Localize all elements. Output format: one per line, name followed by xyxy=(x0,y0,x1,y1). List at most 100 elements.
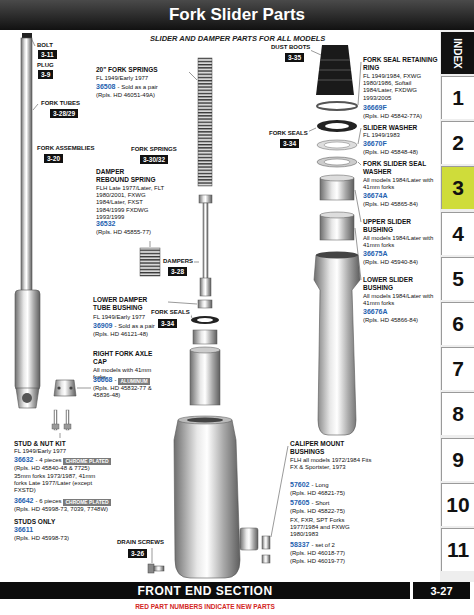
drain-screw xyxy=(148,564,164,573)
page-ref: 3-35 xyxy=(285,53,304,62)
part-number: 57602 xyxy=(290,481,309,489)
part-text: - Long xyxy=(311,482,328,489)
callout-label: FORK SEALS xyxy=(268,130,309,137)
part-text: (Rpls. HD 45848-48) xyxy=(363,149,438,156)
callout-label: FORK TUBES xyxy=(40,100,81,107)
callout-label: FORK SPRINGS xyxy=(130,146,178,153)
part-text: (Rpls. HD 45840-48 & 7725) xyxy=(14,465,114,472)
part-number: 36909 xyxy=(93,322,112,330)
index-tab: INDEX xyxy=(441,32,474,74)
part-text: FL 1949/1983 xyxy=(363,132,438,139)
finish-badge: CHROME PLATED xyxy=(63,499,110,506)
fork-spring xyxy=(198,58,212,186)
node-text: 5 xyxy=(452,267,464,291)
page-ref: 3-9 xyxy=(38,70,53,79)
page-ref: 3-26 xyxy=(128,549,147,558)
part-text: - Short xyxy=(311,500,329,507)
lower-bushing xyxy=(320,212,354,240)
part-text: - set of 2 xyxy=(311,542,334,549)
part-number: 36611 xyxy=(14,526,33,534)
page-number: 3-27 xyxy=(413,582,470,599)
callout-label: DUST BOOTS xyxy=(270,44,311,51)
part-text: FLH all models 1972/1984 Fits FX & Sport… xyxy=(290,457,372,471)
part-text: (Rpls. HD 45998-73) xyxy=(14,535,114,542)
page-ref: 3-28/29 xyxy=(50,109,78,118)
part-text: FL 1949/Early 1977 xyxy=(96,75,186,82)
page-ref: 3-20 xyxy=(44,154,63,163)
part-number: 57605 xyxy=(290,499,309,507)
part-text: (Rpls. HD 46018-77) xyxy=(290,550,375,557)
part-text: All models 1984/Later with 41mm forks xyxy=(363,293,435,307)
part-number: 36508 xyxy=(96,83,115,91)
part-number: 36669F xyxy=(363,104,387,112)
section-tab: 3 xyxy=(441,166,474,209)
part-heading: LOWER SLIDER BUSHING xyxy=(363,276,435,292)
fork-seal xyxy=(191,316,219,324)
node-text: 3-35 xyxy=(288,53,301,62)
part-text: FX, FXR, SPT Forks 1977/1984 and FXWG 19… xyxy=(290,517,370,539)
node-text: 9 xyxy=(452,448,464,472)
part-number: 36532 xyxy=(96,220,115,228)
node-text: 3-27 xyxy=(430,585,452,597)
section-tab: 8 xyxy=(441,392,474,435)
part-text: - 6 pieces xyxy=(35,498,61,505)
node-text: 3-28 xyxy=(171,267,184,276)
sleeve xyxy=(190,347,220,405)
part-text: (Rpls. HD 45842-77A) xyxy=(363,113,438,120)
caliper-bushings xyxy=(262,536,270,563)
part-text: FLH Late 1977/Later, FLT 1980/2001, FXWG… xyxy=(96,185,168,221)
lower-slider xyxy=(174,416,258,578)
node-text: 4 xyxy=(452,222,464,246)
page-ref: 3-30/32 xyxy=(140,155,168,164)
node-text: 1 xyxy=(452,86,464,110)
node-text: 10 xyxy=(446,493,469,517)
retaining-ring xyxy=(317,102,357,110)
fork-assembly xyxy=(15,33,40,408)
node-text: 3-20 xyxy=(47,154,60,163)
dust-boot xyxy=(316,45,354,95)
section-tab: 4 xyxy=(441,212,474,255)
section-tab: 10 xyxy=(441,483,474,526)
right-slider xyxy=(314,252,360,436)
upper-bushing xyxy=(320,175,354,200)
section-tab: 9 xyxy=(441,438,474,481)
axle-cap xyxy=(54,380,76,396)
node-text: 3-9 xyxy=(41,70,50,79)
damper-bushing xyxy=(198,300,212,308)
callout-label: PLUG xyxy=(36,62,55,69)
part-number: 36676A xyxy=(363,308,388,316)
node-text: 3-30/32 xyxy=(143,155,165,164)
part-heading: FORK SEAL RETAINING RING xyxy=(363,56,438,72)
part-text: - Sold as a pair xyxy=(117,84,157,91)
part-number: 36668 xyxy=(93,376,112,384)
slider-washer xyxy=(317,140,357,150)
callout-label: DRAIN SCREWS xyxy=(116,539,165,546)
part-heading: SLIDER WASHER xyxy=(363,124,438,132)
part-text: (Rpls. HD 45822-75) xyxy=(290,508,375,515)
header-bar xyxy=(0,0,474,30)
part-text: (Rpls. HD 45940-84) xyxy=(363,259,438,266)
part-text: 35mm forks 1973/1987, 41mm forks Late 19… xyxy=(14,473,110,495)
part-text: (Rpls. HD 46051-49A) xyxy=(96,92,186,99)
part-number: 36632 xyxy=(14,456,33,464)
part-heading: UPPER SLIDER BUSHING xyxy=(363,218,435,234)
node-text: 3 xyxy=(452,176,464,200)
part-number: 36670F xyxy=(363,140,387,148)
node-text: 3-34 xyxy=(161,319,174,328)
node-text: 8 xyxy=(452,402,464,426)
part-text: FL 1949/1984, FXWG 1980/1986, Softail 19… xyxy=(363,73,438,102)
part-heading: 20" FORK SPRINGS xyxy=(96,66,186,74)
section-tab: 2 xyxy=(441,121,474,164)
finish-badge: ALUMINUM xyxy=(118,378,149,385)
page-ref: 3-28 xyxy=(168,267,187,276)
part-text: (Rpls. HD 45855-77) xyxy=(96,229,176,236)
part-number: 36675A xyxy=(363,250,388,258)
callout-label: DAMPERS xyxy=(162,258,194,265)
rebound-spring xyxy=(140,248,160,276)
finish-badge: CHROME PLATED xyxy=(63,458,110,465)
part-number: 36674A xyxy=(363,192,388,200)
node-text: 3-34 xyxy=(283,139,296,148)
part-number: 36642 xyxy=(14,497,33,505)
part-text: All models 1984/Later with 41mm forks xyxy=(363,177,435,191)
